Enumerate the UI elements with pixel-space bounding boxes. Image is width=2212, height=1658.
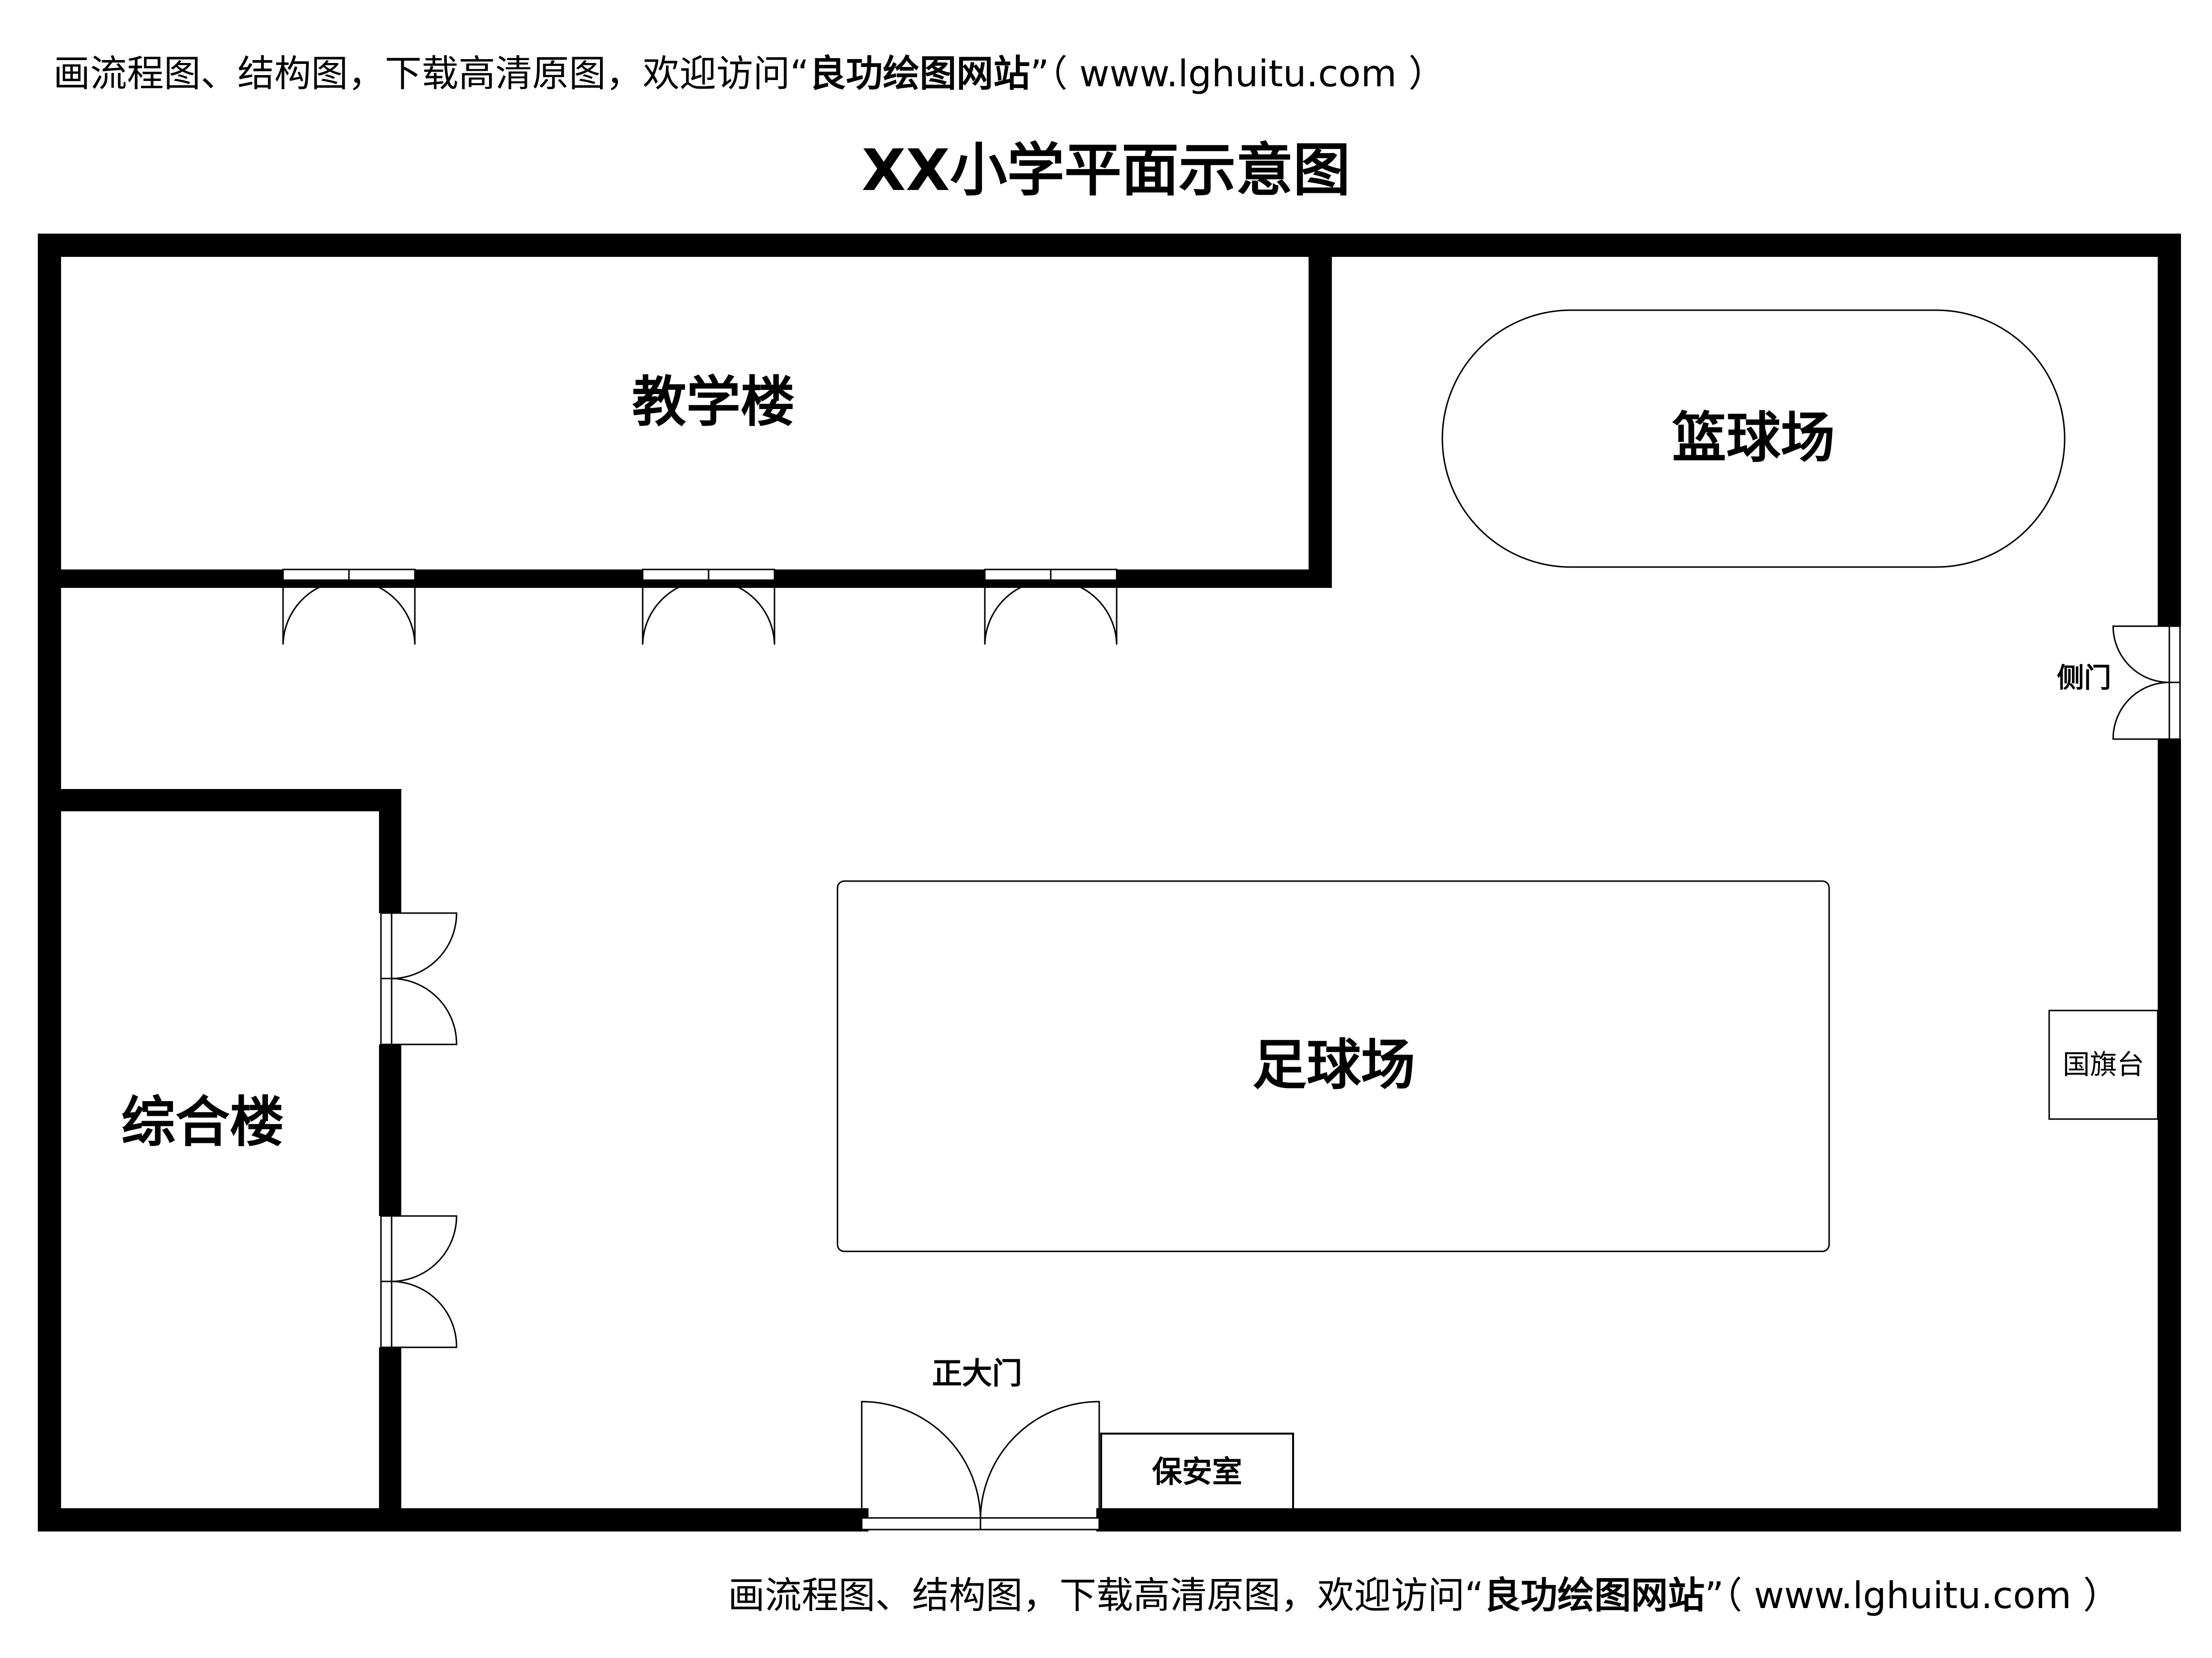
basketball-court	[1441, 309, 2066, 568]
watermark-bottom: 画流程图、结构图，下载高清原图，欢迎访问“良功绘图网站”（ www.lghuit…	[728, 1574, 2120, 1617]
complex-building-label: 综合楼	[121, 1091, 284, 1154]
watermark-top: 画流程图、结构图，下载高清原图，欢迎访问“良功绘图网站”（ www.lghuit…	[53, 52, 1445, 95]
side-gate-door[interactable]	[2112, 625, 2181, 740]
football-field	[837, 880, 1830, 1252]
main-gate-label: 正大门	[932, 1356, 1022, 1391]
teaching-building-label: 教学楼	[632, 371, 795, 434]
teaching-building-door-1[interactable]	[282, 568, 416, 645]
side-gate-label: 侧门	[2057, 663, 2111, 694]
main-gate-door[interactable]	[861, 1401, 1100, 1531]
complex-building-door-2[interactable]	[380, 1215, 458, 1348]
flag-platform	[2048, 1010, 2159, 1120]
security-room	[1100, 1433, 1294, 1510]
football-field-label: 足球场	[1252, 1034, 1415, 1097]
teaching-building-door-3[interactable]	[984, 568, 1118, 645]
complex-building-door-1[interactable]	[380, 912, 458, 1045]
outer-wall	[38, 234, 2181, 1532]
basketball-court-label: 篮球场	[1672, 407, 1835, 470]
security-room-label: 保安室	[1152, 1454, 1242, 1489]
complex-building-walls	[38, 789, 401, 1532]
teaching-building-door-2[interactable]	[642, 568, 775, 645]
flag-platform-label: 国旗台	[2063, 1049, 2144, 1081]
diagram-title: XX小学平面示意图	[862, 137, 1350, 204]
